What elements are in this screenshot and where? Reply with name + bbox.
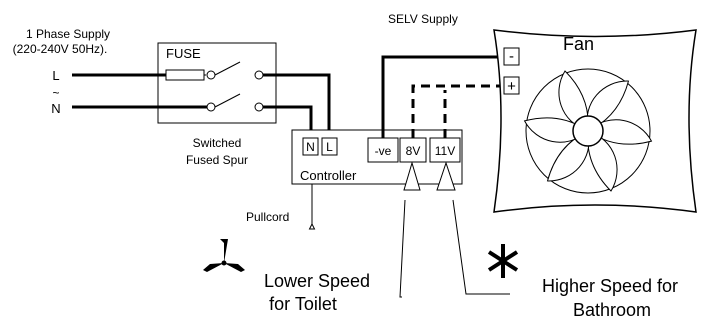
ac-tilde-label: ~ (52, 86, 59, 100)
terminal-neg-label: -ve (375, 144, 392, 158)
lower-speed-line1: Lower Speed (264, 271, 370, 291)
live-wire-out (263, 73, 331, 138)
terminal-8v-label: 8V (406, 144, 421, 158)
spur-caption-1: Switched (193, 136, 242, 150)
lower-speed-line2: for Toilet (269, 294, 337, 314)
terminal-l-label: L (326, 140, 333, 154)
live-label: L (52, 68, 59, 83)
selv-label: SELV Supply (388, 12, 458, 26)
higher-speed-line2: Bathroom (573, 300, 651, 320)
fan-negative-label: - (509, 48, 514, 65)
pullcord-label: Pullcord (246, 210, 289, 224)
low-speed-fan-icon (203, 239, 245, 272)
controller-label: Controller (300, 168, 357, 183)
neutral-wire-out (263, 105, 313, 138)
lower-speed-leader (399, 199, 406, 298)
selv-negative-wire (381, 55, 504, 138)
speed-8v-wire (411, 84, 504, 138)
neutral-switch-contact-a (206, 102, 216, 112)
fan-positive-label: + (507, 78, 516, 95)
fan-hub-icon (572, 115, 604, 147)
live-switch-blade (214, 61, 241, 76)
terminal-n (302, 137, 319, 156)
live-switch-contact-b (254, 70, 264, 80)
terminal-n-label: N (306, 140, 315, 154)
higher-speed-line1: Higher Speed for (542, 276, 678, 296)
live-switch-contact-a (206, 70, 216, 80)
fan-negative-terminal (503, 47, 520, 66)
fuse-label: FUSE (166, 46, 201, 61)
higher-speed-arrowhead-icon (436, 161, 456, 191)
fan-positive-terminal (503, 76, 520, 95)
terminal-11v (429, 137, 461, 163)
fuse-element (165, 69, 205, 81)
fan-title: Fan (563, 34, 594, 54)
neutral-switch-contact-b (254, 102, 264, 112)
terminal-l (321, 137, 338, 156)
higher-speed-leader (452, 199, 510, 295)
neutral-label: N (51, 101, 60, 116)
supply-title: 1 Phase Supply (26, 27, 110, 41)
pullcord-handle-icon (308, 222, 316, 230)
high-speed-fan-icon (487, 244, 519, 278)
neutral-switch-blade (214, 93, 241, 108)
terminal-8v (399, 137, 427, 163)
supply-spec: (220-240V 50Hz). (13, 42, 108, 56)
terminal-11v-label: 11V (435, 144, 455, 158)
terminal-neg (367, 137, 399, 163)
lower-speed-arrowhead-icon (403, 161, 421, 191)
spur-caption-2: Fused Spur (186, 153, 248, 167)
